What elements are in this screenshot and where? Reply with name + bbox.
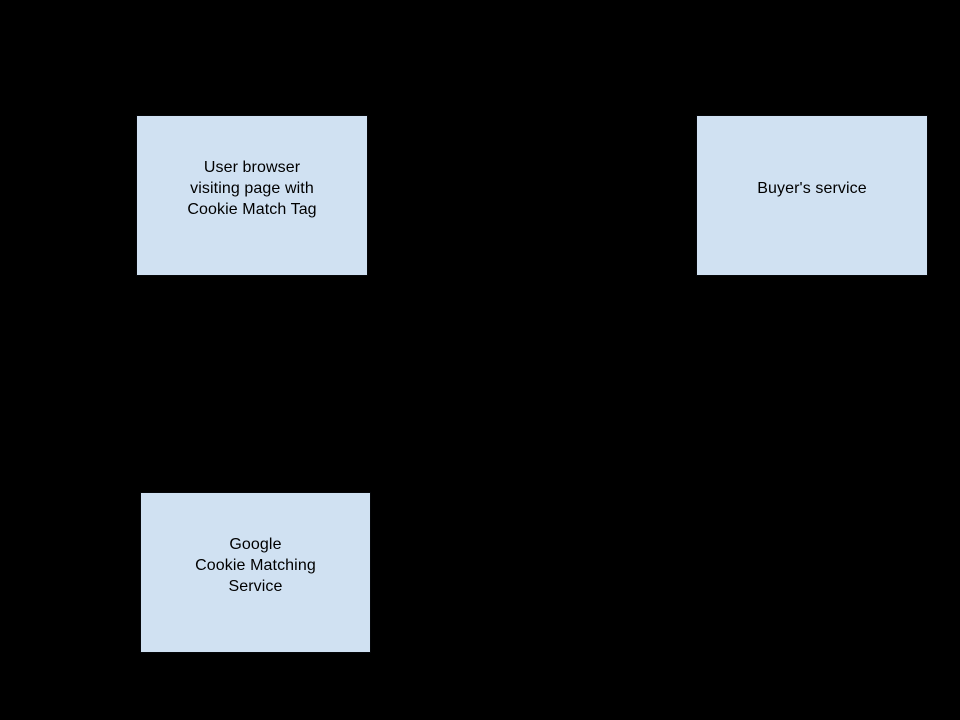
diagram-node-google-cookie-matching-service[interactable]: Google Cookie Matching Service: [140, 492, 371, 653]
diagram-node-buyer-service[interactable]: Buyer's service: [696, 115, 928, 276]
diagram-node-user-browser[interactable]: User browser visiting page with Cookie M…: [136, 115, 368, 276]
diagram-node-user-browser-label: User browser visiting page with Cookie M…: [187, 159, 317, 218]
diagram-node-google-cookie-matching-service-label: Google Cookie Matching Service: [195, 536, 316, 595]
diagram-node-buyer-service-label: Buyer's service: [757, 180, 867, 197]
